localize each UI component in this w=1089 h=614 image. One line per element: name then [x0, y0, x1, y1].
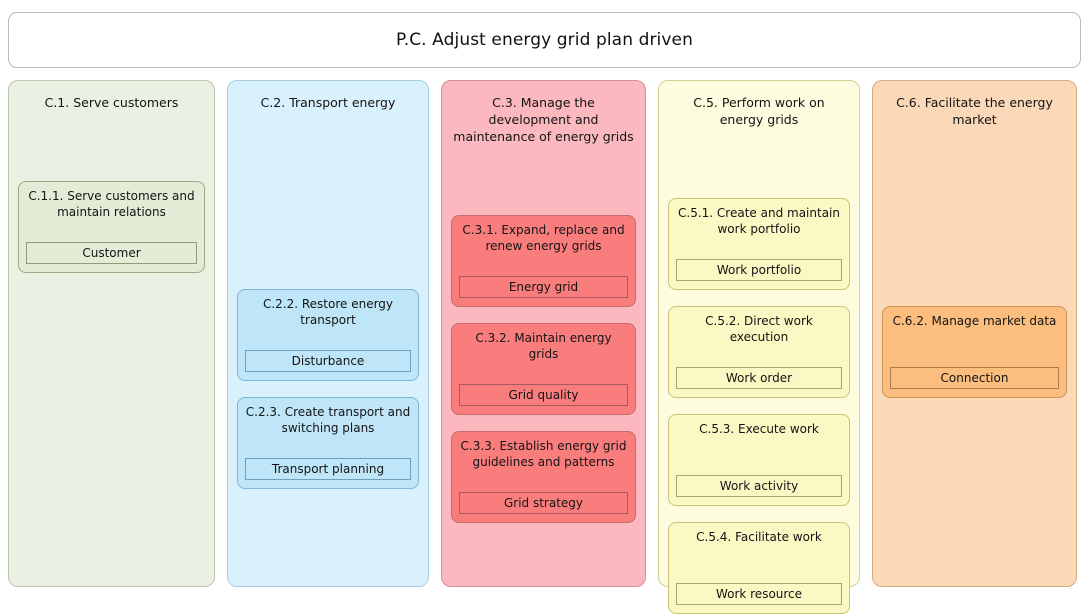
object-chip-grid-strategy[interactable]: Grid strategy: [459, 492, 628, 514]
subprocess-box-c52[interactable]: C.5.2. Direct work execution Work order: [668, 306, 850, 398]
column-header-c6: C.6. Facilitate the energy market: [896, 95, 1053, 127]
process-column-c3[interactable]: C.3. Manage the development and maintena…: [441, 80, 646, 587]
subprocess-title-c11: C.1.1. Serve customers and maintain rela…: [28, 189, 195, 219]
subprocess-title-c31: C.3.1. Expand, replace and renew energy …: [462, 223, 625, 253]
process-column-c5[interactable]: C.5. Perform work on energy grids C.5.1.…: [658, 80, 860, 614]
object-chip-connection[interactable]: Connection: [890, 367, 1059, 389]
object-chip-work-resource[interactable]: Work resource: [676, 583, 842, 605]
column-body-c1: C.1.1. Serve customers and maintain rela…: [18, 113, 205, 576]
subprocess-box-c11[interactable]: C.1.1. Serve customers and maintain rela…: [18, 181, 205, 273]
column-body-c6: C.6.2. Manage market data Connection: [882, 130, 1067, 576]
subprocess-box-c23[interactable]: C.2.3. Create transport and switching pl…: [237, 397, 419, 489]
subprocess-title-c33: C.3.3. Establish energy grid guidelines …: [460, 439, 627, 469]
column-header-c1: C.1. Serve customers: [44, 95, 179, 110]
subprocess-box-c51[interactable]: C.5.1. Create and maintain work portfoli…: [668, 198, 850, 290]
subprocess-box-c33[interactable]: C.3.3. Establish energy grid guidelines …: [451, 431, 636, 523]
subprocess-title-c52: C.5.2. Direct work execution: [705, 314, 813, 344]
subprocess-title-c54: C.5.4. Facilitate work: [696, 530, 822, 544]
subprocess-box-c32[interactable]: C.3.2. Maintain energy grids Grid qualit…: [451, 323, 636, 415]
column-body-c2: C.2.2. Restore energy transport Disturba…: [237, 113, 419, 576]
column-body-c5: C.5.1. Create and maintain work portfoli…: [668, 130, 850, 614]
column-header-c3: C.3. Manage the development and maintena…: [453, 95, 634, 144]
subprocess-box-c62[interactable]: C.6.2. Manage market data Connection: [882, 306, 1067, 398]
subprocess-box-c53[interactable]: C.5.3. Execute work Work activity: [668, 414, 850, 506]
object-chip-work-activity[interactable]: Work activity: [676, 475, 842, 497]
process-column-c6[interactable]: C.6. Facilitate the energy market C.6.2.…: [872, 80, 1077, 587]
object-chip-energy-grid[interactable]: Energy grid: [459, 276, 628, 298]
column-header-c5: C.5. Perform work on energy grids: [693, 95, 825, 127]
object-chip-work-order[interactable]: Work order: [676, 367, 842, 389]
page-title: P.C. Adjust energy grid plan driven: [396, 30, 693, 50]
object-chip-customer[interactable]: Customer: [26, 242, 197, 264]
process-column-c2[interactable]: C.2. Transport energy C.2.2. Restore ene…: [227, 80, 429, 587]
subprocess-box-c31[interactable]: C.3.1. Expand, replace and renew energy …: [451, 215, 636, 307]
process-columns: C.1. Serve customers C.1.1. Serve custom…: [8, 80, 1081, 614]
process-column-c1[interactable]: C.1. Serve customers C.1.1. Serve custom…: [8, 80, 215, 587]
subprocess-title-c23: C.2.3. Create transport and switching pl…: [245, 405, 411, 435]
subprocess-box-c54[interactable]: C.5.4. Facilitate work Work resource: [668, 522, 850, 614]
subprocess-title-c62: C.6.2. Manage market data: [892, 314, 1057, 328]
subprocess-title-c53: C.5.3. Execute work: [699, 422, 819, 436]
object-chip-disturbance[interactable]: Disturbance: [245, 350, 411, 372]
page-title-bar: P.C. Adjust energy grid plan driven: [8, 12, 1081, 68]
object-chip-work-portfolio[interactable]: Work portfolio: [676, 259, 842, 281]
subprocess-title-c32: C.3.2. Maintain energy grids: [475, 331, 612, 361]
subprocess-title-c22: C.2.2. Restore energy transport: [262, 297, 394, 327]
subprocess-title-c51: C.5.1. Create and maintain work portfoli…: [678, 206, 840, 236]
column-body-c3: C.3.1. Expand, replace and renew energy …: [451, 147, 636, 576]
object-chip-grid-quality[interactable]: Grid quality: [459, 384, 628, 406]
column-header-c2: C.2. Transport energy: [260, 95, 396, 110]
object-chip-transport-planning[interactable]: Transport planning: [245, 458, 411, 480]
subprocess-box-c22[interactable]: C.2.2. Restore energy transport Disturba…: [237, 289, 419, 381]
